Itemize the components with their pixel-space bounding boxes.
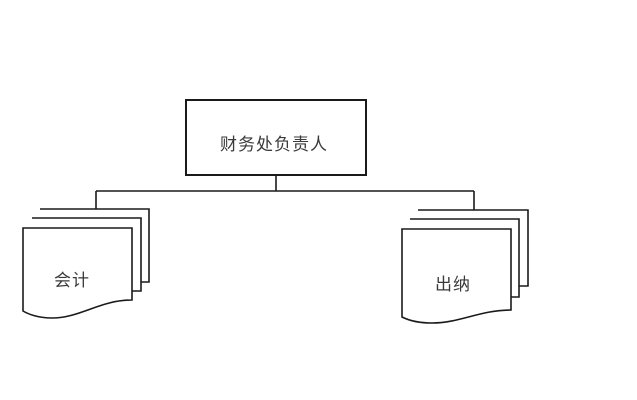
root-box bbox=[185, 99, 367, 176]
connector-lines bbox=[95, 175, 475, 210]
multi-document-right bbox=[401, 209, 529, 324]
child-label-accounting: 会计 bbox=[54, 271, 90, 291]
multi-document-left bbox=[22, 208, 150, 319]
root-label: 财务处负责人 bbox=[220, 135, 328, 155]
child-label-cashier: 出纳 bbox=[435, 275, 471, 295]
